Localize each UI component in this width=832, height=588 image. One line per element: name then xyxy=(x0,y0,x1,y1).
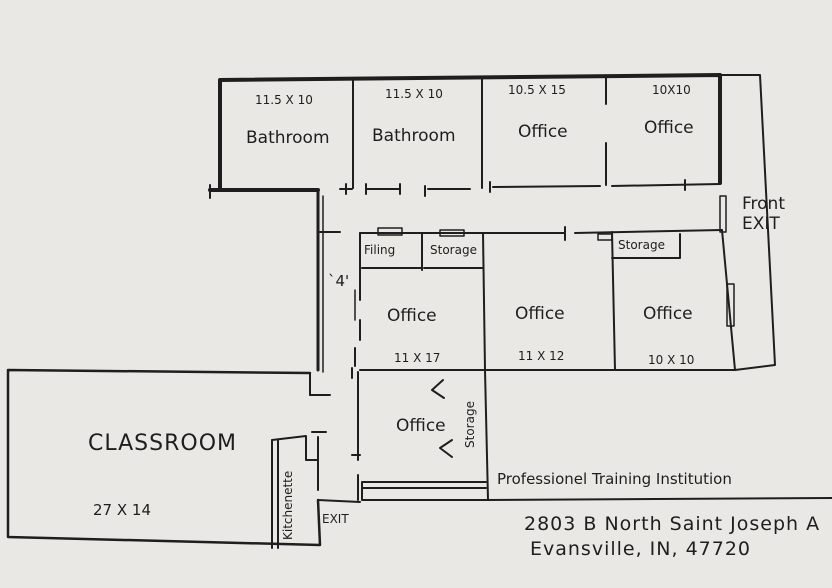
kitchenette-wall xyxy=(271,435,319,549)
room-label-bathroom: Bathroom xyxy=(246,128,330,148)
wall-divider xyxy=(721,229,736,371)
storage-label: Storage xyxy=(463,401,477,448)
exit-label: EXIT xyxy=(322,512,349,526)
room-size-label: 10X10 xyxy=(652,83,691,97)
corridor-lower-wall xyxy=(319,229,723,234)
classroom-size-label: 27 X 14 xyxy=(93,501,151,519)
room-size-label: 11.5 X 10 xyxy=(255,93,313,107)
storage-label: Storage xyxy=(618,238,665,252)
classroom-label: CLASSROOM xyxy=(88,431,238,456)
room-label-office: Office xyxy=(518,122,568,142)
room-label-office: Office xyxy=(396,416,446,436)
wall-divider xyxy=(482,232,486,371)
room-size-label: 11 X 12 xyxy=(518,349,565,363)
room-size-label: 10.5 X 15 xyxy=(508,83,566,97)
filing-label: Filing xyxy=(364,243,396,257)
top-right-wing-wall xyxy=(719,74,776,371)
storage-label: Storage xyxy=(430,243,477,257)
side-door xyxy=(726,283,735,327)
address-line-2: Evansville, IN, 47720 xyxy=(530,538,752,560)
classroom-wall xyxy=(6,368,322,547)
room-label-office: Office xyxy=(644,118,694,138)
room-size-label: 10 X 10 xyxy=(648,353,695,367)
wall-divider xyxy=(611,231,616,371)
front-exit-label: Front EXIT xyxy=(742,194,785,235)
room-label-bathroom: Bathroom xyxy=(372,126,456,146)
corridor-top-wall xyxy=(339,183,721,190)
room-label-office: Office xyxy=(515,304,565,324)
room-size-label: 11 X 17 xyxy=(394,351,441,365)
lower-office-bottom-wall xyxy=(361,481,487,501)
hall-width-label: `4' xyxy=(328,272,350,290)
room-label-office: Office xyxy=(387,306,437,326)
institution-label: Professionel Training Institution xyxy=(497,470,732,488)
address-line-1: 2803 B North Saint Joseph A xyxy=(524,513,821,535)
front-exit-door xyxy=(719,195,727,233)
room-size-label: 11.5 X 10 xyxy=(385,87,443,101)
top-block-wall xyxy=(218,73,722,190)
kitchenette-label: Kitchenette xyxy=(281,470,295,540)
room-label-office: Office xyxy=(643,304,693,324)
